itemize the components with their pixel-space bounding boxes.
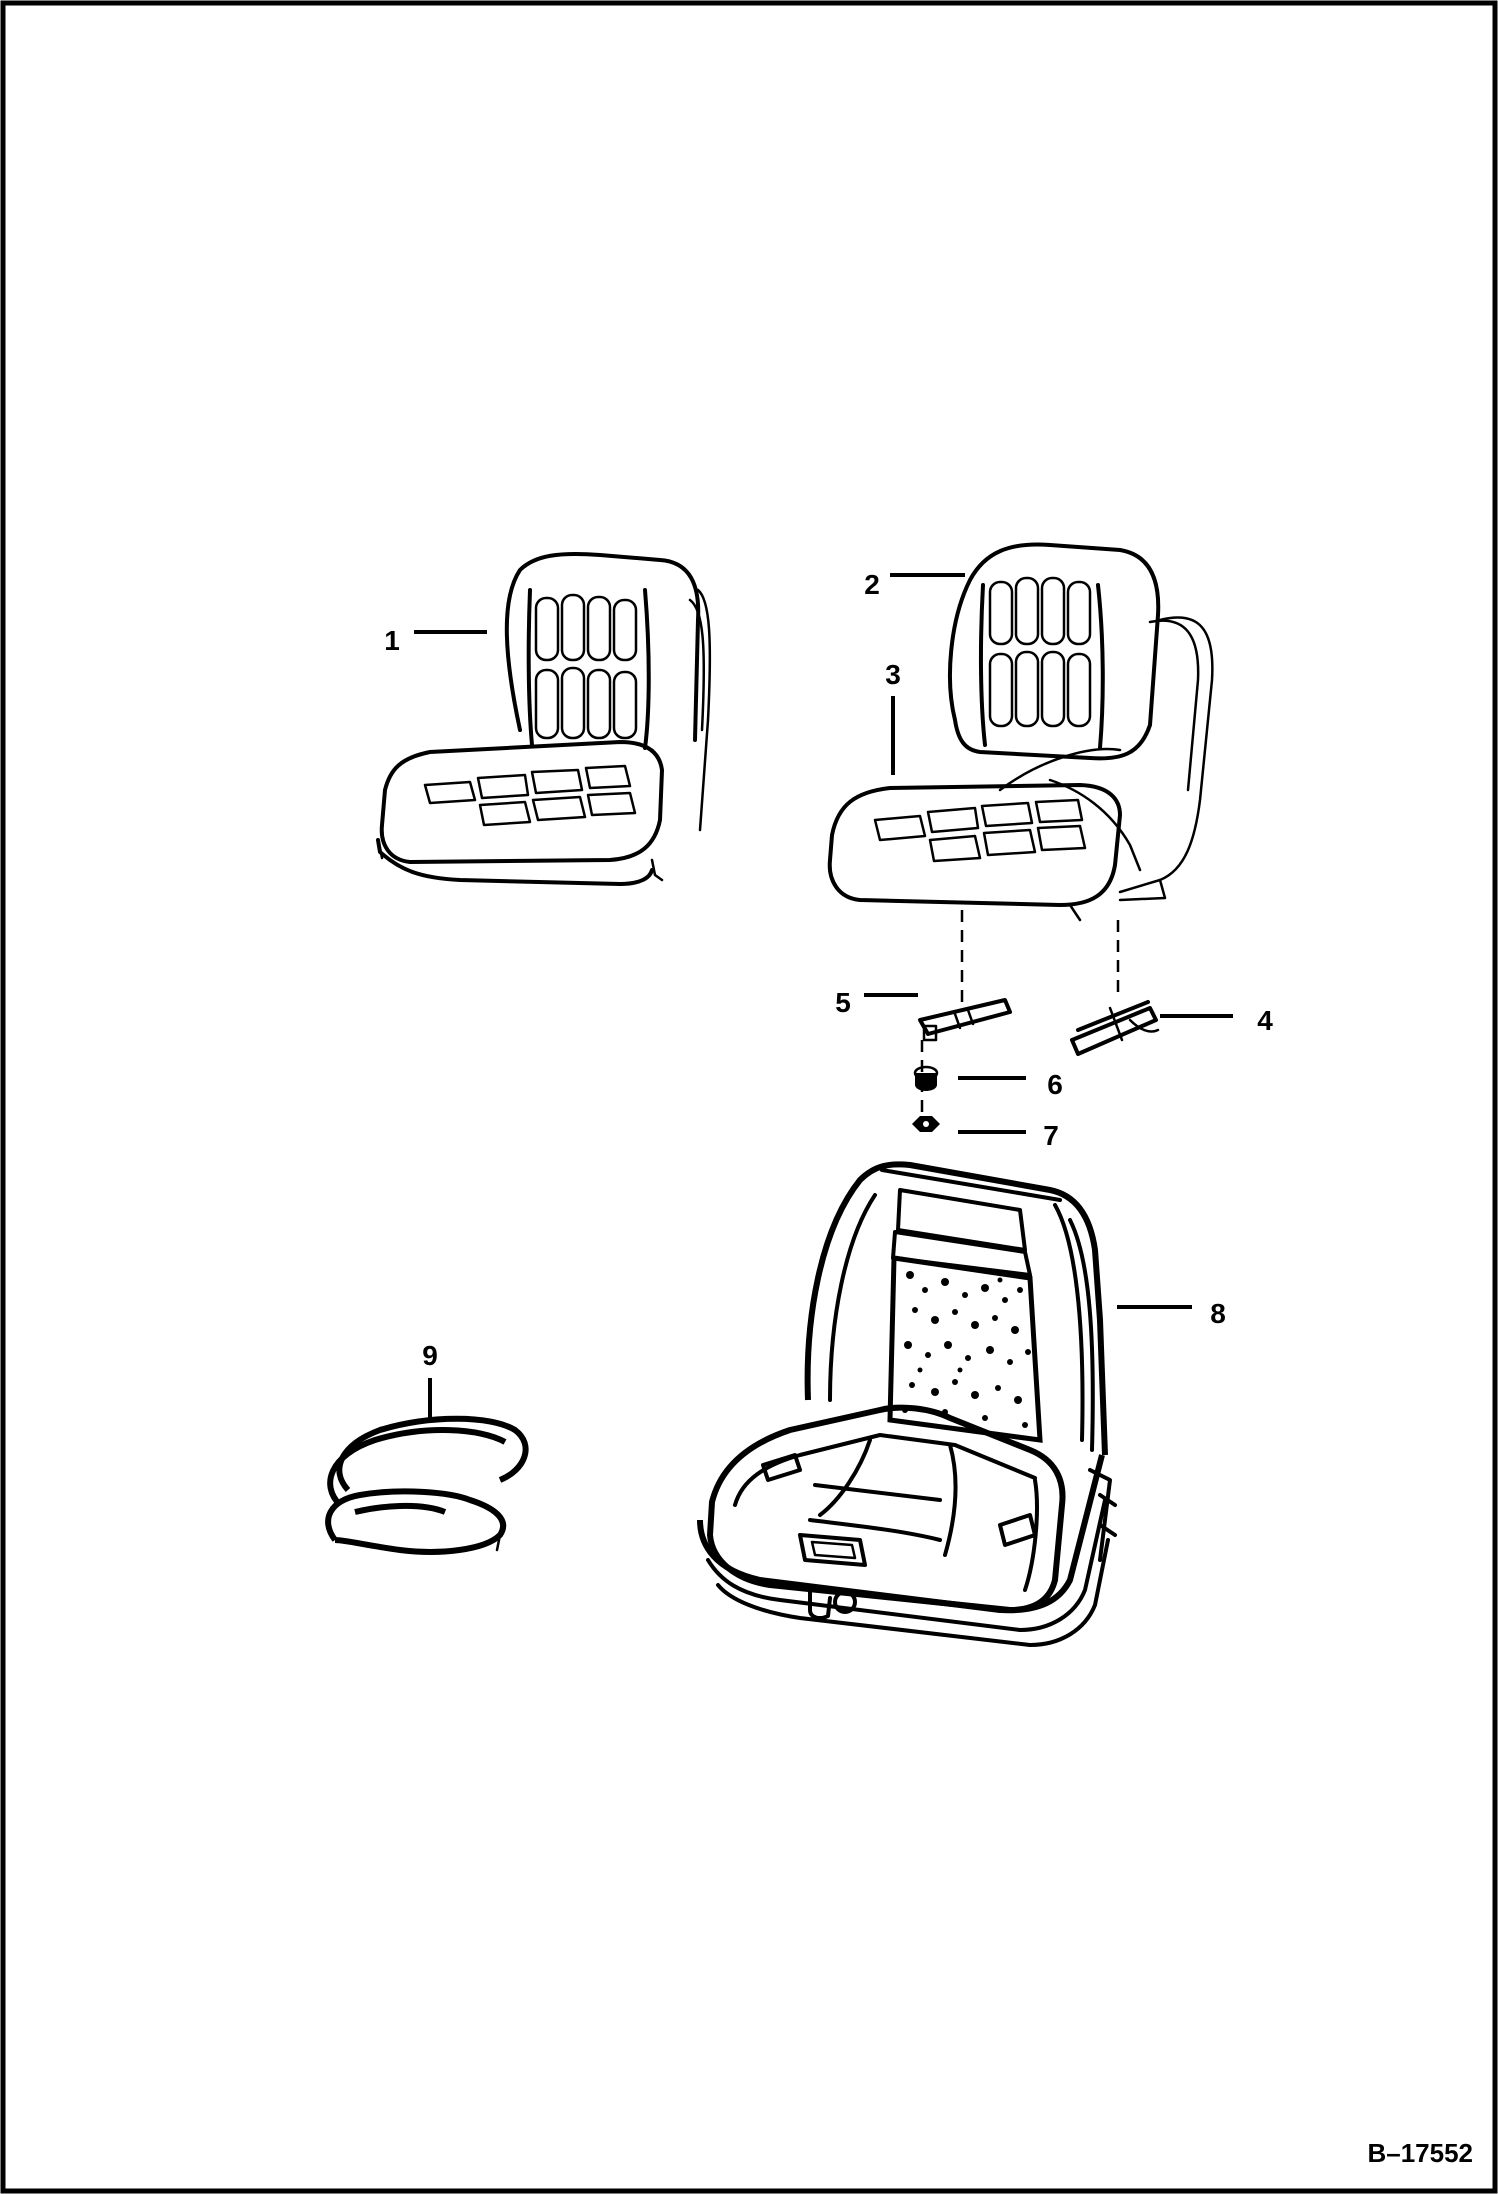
trim-9-illustration [325, 1415, 529, 1555]
callout-1[interactable]: 1 [384, 625, 400, 656]
callout-2[interactable]: 2 [864, 569, 880, 600]
figure-id: B–17552 [1367, 2138, 1473, 2168]
callout-labels: 1 2 3 4 5 6 7 8 9 [384, 569, 1273, 1371]
spacer-6-illustration [913, 1065, 939, 1091]
slide-rail-4-illustration [1070, 1000, 1160, 1056]
slide-rail-5-illustration [918, 998, 1012, 1042]
leader-lines [414, 573, 1233, 1422]
callout-3[interactable]: 3 [885, 659, 901, 690]
callout-8[interactable]: 8 [1210, 1298, 1226, 1329]
callout-9[interactable]: 9 [422, 1340, 438, 1371]
nut-7-illustration [912, 1116, 940, 1132]
callout-6[interactable]: 6 [1047, 1069, 1063, 1100]
seat-2-3-illustration [827, 542, 1214, 1130]
seat-1-illustration [376, 551, 712, 886]
callout-4[interactable]: 4 [1257, 1005, 1273, 1036]
seat-8-illustration [697, 1161, 1117, 1647]
texture-dots [902, 1271, 1031, 1428]
callout-7[interactable]: 7 [1043, 1120, 1059, 1151]
callout-5[interactable]: 5 [835, 987, 851, 1018]
textured-panel [887, 1255, 1043, 1443]
